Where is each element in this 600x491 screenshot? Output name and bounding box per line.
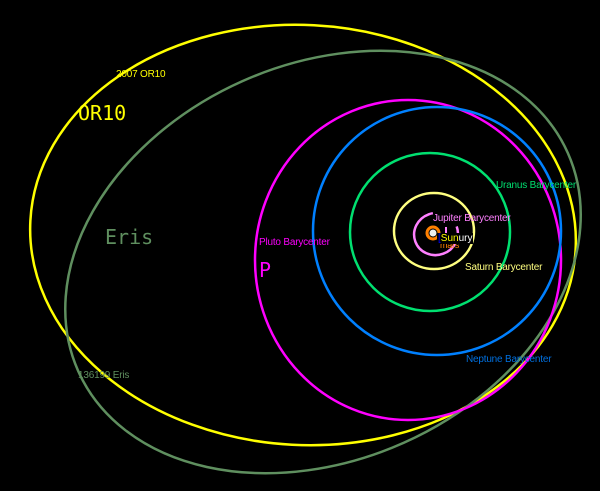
eris-name-label: 136199 Eris: [78, 370, 130, 381]
sun-core-icon: [429, 229, 437, 237]
sun-label-bracket: [: [438, 233, 441, 244]
sun-label: [Sunury: [437, 233, 474, 244]
uranus-orbit: [348, 151, 512, 313]
or10-big-label: OR10: [78, 101, 127, 125]
pluto-barycenter-label: Pluto Barycenter: [259, 237, 330, 248]
jupiter-barycenter-label: Jupiter Barycenter: [433, 213, 511, 224]
saturn-barycenter-label: Saturn Barycenter: [465, 262, 543, 273]
sun-label-text: Sun: [440, 233, 459, 244]
pluto-orbit: [253, 98, 563, 422]
mercury-label-fragment: ury: [458, 233, 473, 244]
neptune-orbit: [311, 105, 563, 357]
mars-label: mars: [440, 240, 460, 250]
eris-big-label: Eris: [105, 225, 154, 249]
jupiter-orbit: [412, 211, 460, 257]
neptune-barycenter-label: Neptune Barycenter: [466, 354, 552, 365]
pluto-big-label: P: [259, 258, 272, 282]
or10-orbit: [28, 23, 578, 447]
saturn-orbit: [392, 191, 476, 271]
uranus-barycenter-label: Uranus Barycenter: [496, 180, 576, 191]
or10-name-label: 2007 OR10: [116, 69, 166, 80]
